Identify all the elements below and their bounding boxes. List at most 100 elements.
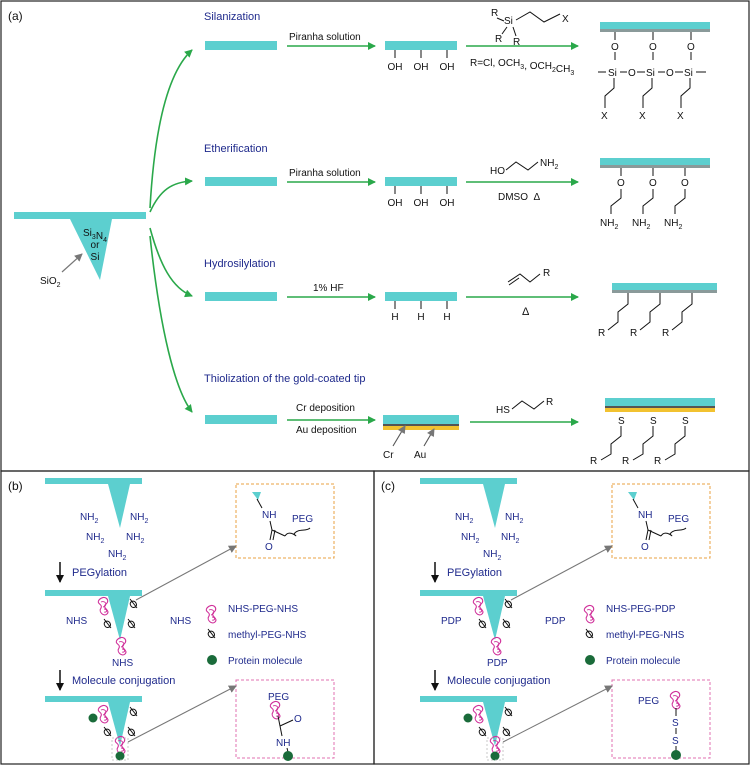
panel-c: (c) NH2 NH2 NH2 NH2 NH2 PEGylation PDP P…: [381, 478, 711, 761]
svg-text:R: R: [590, 456, 597, 467]
panel-b-step1: PEGylation: [72, 567, 127, 579]
hydrosilylation-title: Hydrosilylation: [204, 258, 276, 270]
row-silanization: Silanization Piranha solution OH OH OH R…: [204, 8, 710, 122]
svg-text:NH2: NH2: [600, 218, 618, 231]
svg-text:NH2: NH2: [501, 532, 519, 545]
row-etherification: Etherification Piranha solution OH OH O H…: [204, 143, 710, 231]
silanization-step1: Piranha solution: [289, 32, 361, 43]
panel-b-step2: Molecule conjugation: [72, 675, 175, 687]
panel-b-nhs-left: NHS: [66, 616, 87, 627]
svg-text:NH2: NH2: [86, 532, 104, 545]
svg-text:NH: NH: [262, 510, 276, 521]
svg-text:O: O: [628, 68, 636, 79]
panel-c-legend-2: methyl-PEG-NHS: [606, 630, 685, 641]
hydrosilylation-reagent-sub: Δ: [522, 306, 530, 318]
hydrosilylation-h-2: H: [417, 312, 424, 323]
svg-text:Si: Si: [684, 68, 693, 79]
panel-b-legend-3: Protein molecule: [228, 656, 303, 667]
silane-si: Si: [504, 16, 513, 27]
thiolization-product: S S S R R R: [590, 416, 689, 467]
svg-text:PEG: PEG: [668, 514, 689, 525]
svg-text:NH2: NH2: [80, 512, 98, 525]
panel-b-amines: NH2 NH2 NH2 NH2 NH2: [80, 512, 148, 562]
svg-text:S: S: [672, 736, 679, 747]
svg-text:O: O: [641, 542, 649, 553]
panel-c-legend-3: Protein molecule: [606, 656, 681, 667]
panel-c-pdp-left: PDP: [441, 616, 462, 627]
panel-c-pdp-bottom: PDP: [487, 658, 508, 669]
tip-material-line3: Si: [91, 252, 100, 263]
silane-x: X: [562, 14, 569, 25]
panel-c-step1: PEGylation: [447, 567, 502, 579]
svg-text:S: S: [618, 416, 625, 427]
svg-text:X: X: [639, 111, 646, 122]
svg-text:NH2: NH2: [632, 218, 650, 231]
panel-c-legend-left: PDP: [545, 616, 566, 627]
panel-c-step2: Molecule conjugation: [447, 675, 550, 687]
ethanolamine-nh2: NH2: [540, 158, 558, 171]
thiol-r: R: [546, 397, 553, 408]
hydrosilylation-step1: 1% HF: [313, 283, 344, 294]
panel-b-legend-1: NHS-PEG-NHS: [228, 604, 298, 615]
svg-text:Si: Si: [608, 68, 617, 79]
svg-text:O: O: [681, 178, 689, 189]
etherification-oh-2: OH: [414, 198, 429, 209]
svg-text:NH2: NH2: [483, 549, 501, 562]
svg-text:R: R: [598, 328, 605, 339]
svg-text:NH: NH: [276, 738, 290, 749]
etherification-product: O O O NH2 NH2 NH2: [600, 168, 689, 231]
layer-cr-label: Cr: [383, 450, 394, 461]
svg-text:O: O: [649, 178, 657, 189]
svg-text:Si: Si: [646, 68, 655, 79]
svg-text:O: O: [265, 542, 273, 553]
svg-text:S: S: [682, 416, 689, 427]
thiol-hs: HS: [496, 405, 510, 416]
panel-b-legend-2: methyl-PEG-NHS: [228, 630, 307, 641]
silane-r-left: R: [495, 34, 502, 45]
tip-material-line1: Si3N4: [83, 228, 107, 244]
svg-text:NH: NH: [638, 510, 652, 521]
etherification-title: Etherification: [204, 143, 268, 155]
svg-text:S: S: [650, 416, 657, 427]
svg-text:O: O: [617, 178, 625, 189]
hydrosilylation-h-3: H: [443, 312, 450, 323]
thiolization-step1-top: Cr deposition: [296, 403, 355, 414]
panel-b: (b) NH2 NH2 NH2 NH2 NH2 PEGylation NHS N…: [8, 478, 335, 761]
panel-b-label: (b): [8, 479, 23, 493]
etherification-oh-3: OH: [440, 198, 455, 209]
silane-r-bottom: R: [513, 37, 520, 48]
svg-text:PEG: PEG: [638, 696, 659, 707]
tip-oxide-label: SiO2: [40, 276, 61, 289]
silanization-title: Silanization: [204, 11, 260, 23]
afm-tip: Si3N4 or Si SiO2: [14, 212, 146, 289]
ethanolamine-ho: HO: [490, 166, 505, 177]
panel-c-border: [373, 470, 750, 765]
svg-text:NH2: NH2: [461, 532, 479, 545]
panel-c-inset-bottom: [611, 679, 711, 759]
silanization-oh-3: OH: [440, 62, 455, 73]
svg-text:O: O: [666, 68, 674, 79]
svg-text:R: R: [662, 328, 669, 339]
silane-r-top: R: [491, 8, 498, 19]
svg-text:S: S: [672, 718, 679, 729]
silanization-oh-2: OH: [414, 62, 429, 73]
panel-b-inset-top: [235, 483, 335, 559]
svg-text:PEG: PEG: [292, 514, 313, 525]
svg-text:X: X: [677, 111, 684, 122]
svg-text:O: O: [687, 42, 695, 53]
alkene-r: R: [543, 268, 550, 279]
svg-text:O: O: [294, 714, 302, 725]
silanization-product: O O O Si O Si O Si X X X: [598, 32, 706, 122]
svg-text:NH2: NH2: [126, 532, 144, 545]
etherification-step1: Piranha solution: [289, 168, 361, 179]
hydrosilylation-h-1: H: [391, 312, 398, 323]
svg-text:O: O: [649, 42, 657, 53]
panel-c-amines: NH2 NH2 NH2 NH2 NH2: [455, 512, 523, 562]
hydrosilylation-product: R R R: [598, 293, 693, 339]
svg-text:O: O: [611, 42, 619, 53]
panel-b-nhs-bottom: NHS: [112, 658, 133, 669]
row-thiolization: Thiolization of the gold-coated tip Cr d…: [204, 373, 715, 467]
svg-text:NH2: NH2: [505, 512, 523, 525]
svg-text:R: R: [630, 328, 637, 339]
